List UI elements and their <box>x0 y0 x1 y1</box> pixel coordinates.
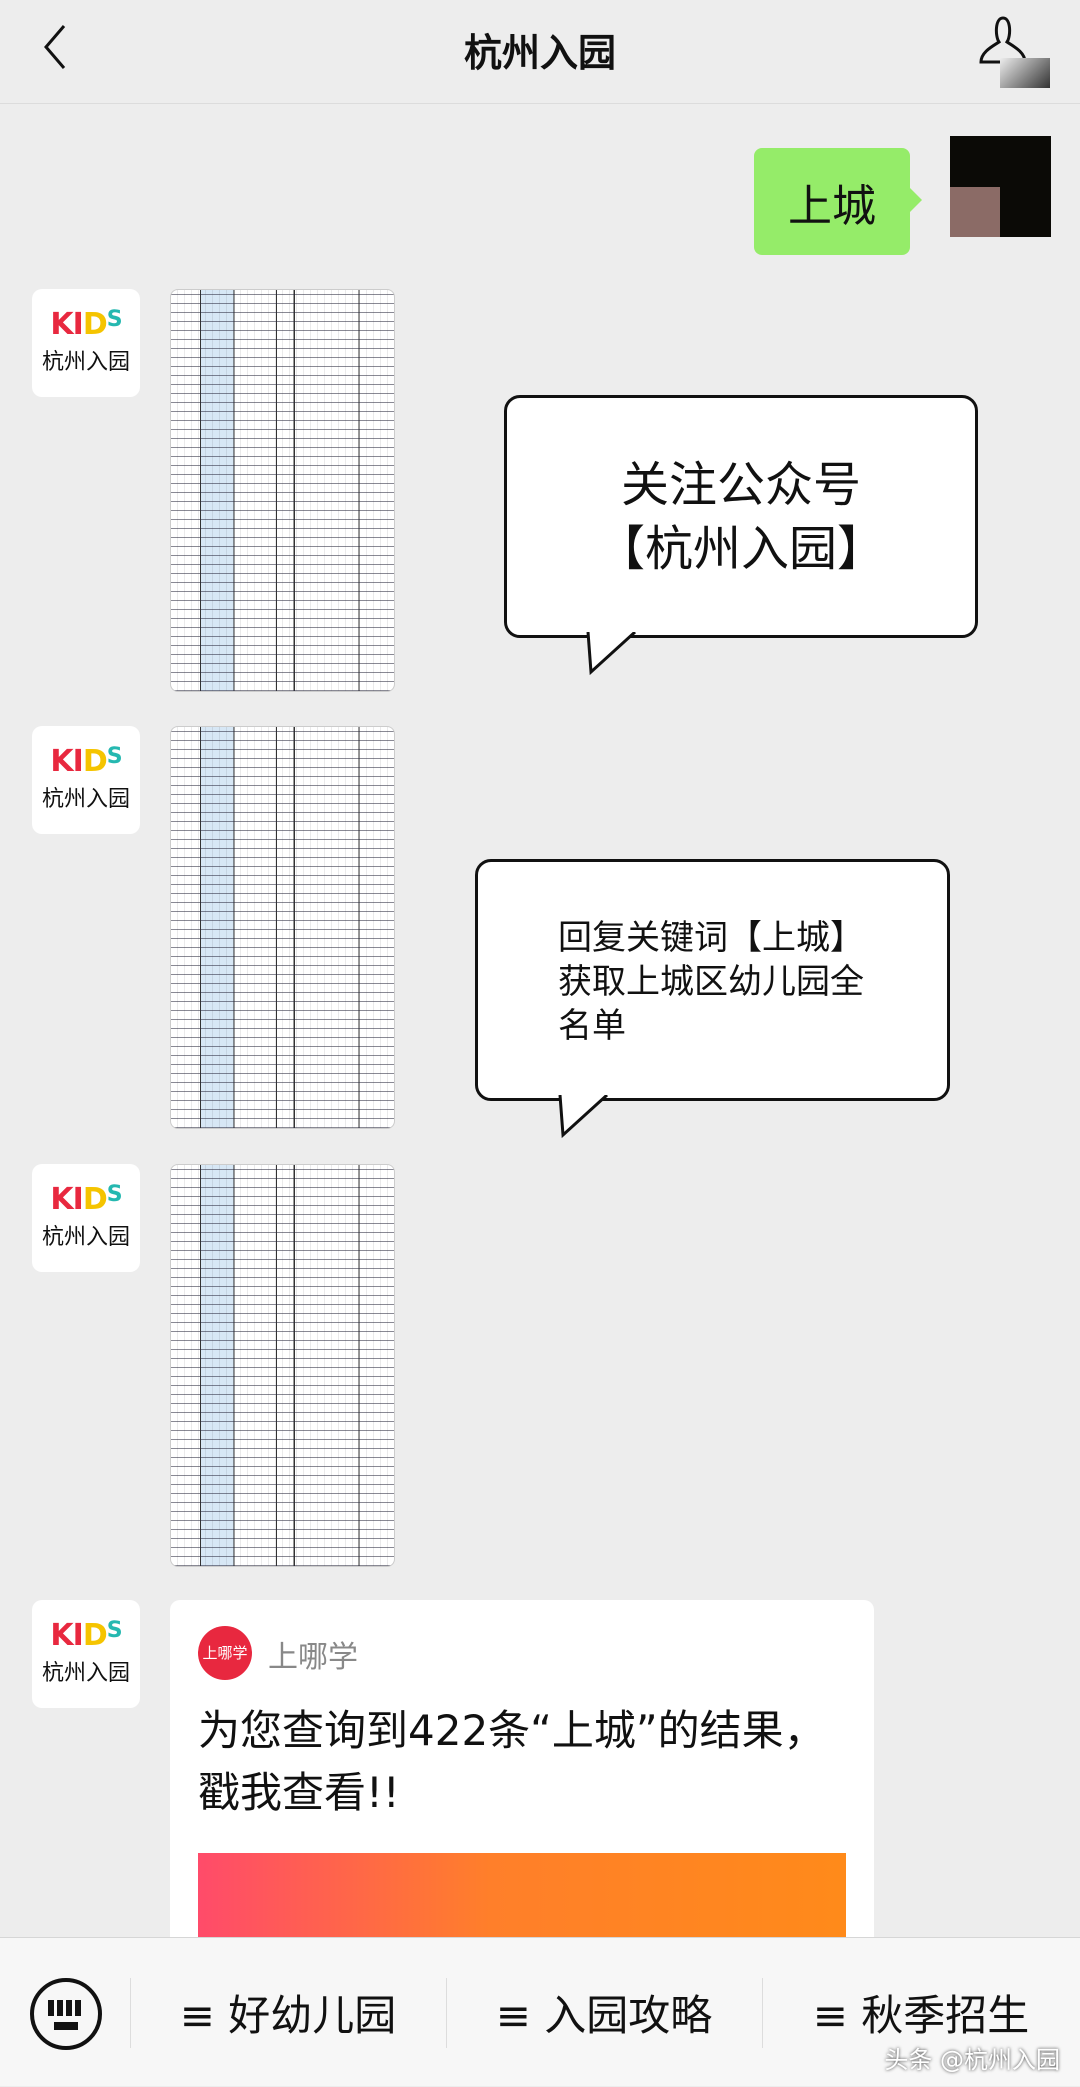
avatar-name: 杭州入园 <box>41 787 130 812</box>
kids-logo: KIDS <box>50 744 122 779</box>
callout-tail <box>558 1095 609 1139</box>
callout-line: 【杭州入园】 <box>596 521 885 577</box>
watermark: 头条 @杭州入园 <box>884 2046 1060 2074</box>
kids-logo: KIDS <box>50 307 122 342</box>
bottom-menu-bar: ≡ 好幼儿园 ≡ 入园攻略 ≡ 秋季招生 <box>0 1937 1080 2086</box>
card-text: 为您查询到422条“上城”的结果，戳我查看!! <box>198 1706 826 1817</box>
chevron-left-icon[interactable] <box>36 22 76 72</box>
kids-logo: KIDS <box>50 1182 122 1217</box>
chat-header: 杭州入园 <box>0 0 1080 104</box>
spreadsheet-image[interactable] <box>170 289 395 692</box>
result-card[interactable]: 上哪学 上哪学 为您查询到422条“上城”的结果，戳我查看!! <box>170 1600 874 2000</box>
menu-admission-guide[interactable]: ≡ 入园攻略 <box>495 1991 713 2040</box>
menu-good-kindergarten[interactable]: ≡ 好幼儿园 <box>179 1991 397 2040</box>
my-message-bubble[interactable]: 上城 <box>754 148 922 255</box>
avatar-name: 杭州入园 <box>41 350 130 375</box>
card-banner-image <box>198 1853 846 1943</box>
account-avatar[interactable]: KIDS 杭州入园 <box>32 1600 140 1708</box>
kids-logo: KIDS <box>50 1618 122 1653</box>
card-source-logo: 上哪学 <box>198 1626 252 1680</box>
keyboard-icon[interactable] <box>30 1978 102 2050</box>
account-avatar[interactable]: KIDS 杭州入园 <box>32 289 140 397</box>
menu-autumn-enrollment[interactable]: ≡ 秋季招生 <box>812 1991 1030 2040</box>
callout-text: 回复关键词【上城】获取上城区幼儿园全名单 <box>558 918 864 1046</box>
blurred-region <box>1000 58 1050 88</box>
callout-follow: 关注公众号 【杭州入园】 <box>504 395 978 638</box>
divider <box>130 1978 131 2048</box>
account-avatar[interactable]: KIDS 杭州入园 <box>32 726 140 834</box>
avatar-name: 杭州入园 <box>41 1225 130 1250</box>
divider <box>762 1978 763 2048</box>
callout-line: 关注公众号 <box>620 457 861 513</box>
account-avatar[interactable]: KIDS 杭州入园 <box>32 1164 140 1272</box>
divider <box>446 1978 447 2048</box>
spreadsheet-image[interactable] <box>170 1164 395 1567</box>
callout-reply-keyword: 回复关键词【上城】获取上城区幼儿园全名单 <box>475 859 950 1101</box>
card-source-name: 上哪学 <box>268 1640 358 1675</box>
spreadsheet-image[interactable] <box>170 726 395 1129</box>
chat-title: 杭州入园 <box>463 31 616 75</box>
avatar-name: 杭州入园 <box>41 1661 130 1686</box>
callout-tail <box>586 632 637 676</box>
my-avatar[interactable] <box>950 136 1051 237</box>
